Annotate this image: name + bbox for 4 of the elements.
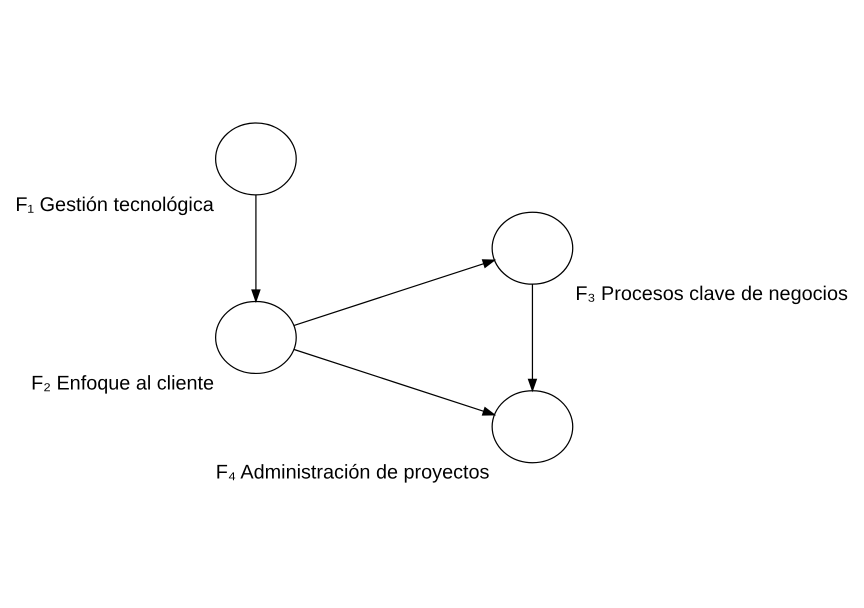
node-label: F₁ Gestión tecnológica <box>15 194 214 216</box>
node-label: F₃ Procesos clave de negocios <box>575 283 848 306</box>
node-label: F₄ Administración de proyectos <box>216 462 490 484</box>
node-label: F₂ Enfoque al cliente <box>31 372 214 394</box>
